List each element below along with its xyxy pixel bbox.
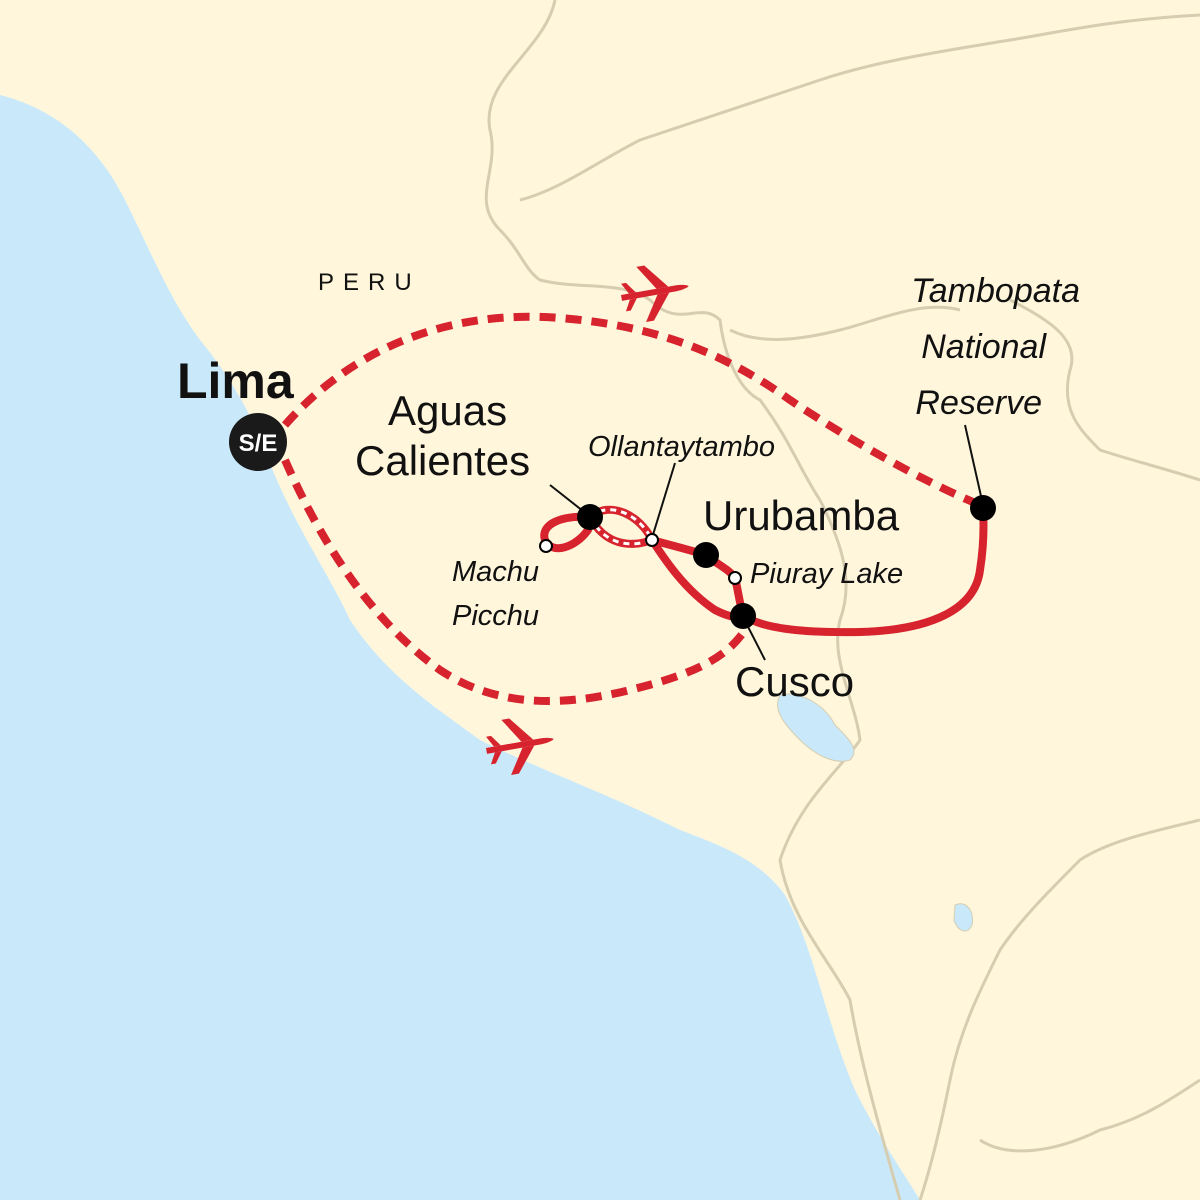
- stop-aguas-calientes: [577, 504, 603, 530]
- plane-icon: [620, 265, 689, 323]
- lakes: [777, 693, 974, 932]
- country-label: PERU: [318, 269, 421, 296]
- waypoint-machu-picchu: [539, 539, 553, 553]
- country-borders: [484, 0, 1200, 1200]
- stop-urubamba: [693, 542, 719, 568]
- waypoint-ollantaytambo: [645, 533, 659, 547]
- start-end-marker: S/E: [229, 413, 287, 471]
- label-aguas-line2: Calientes: [355, 437, 530, 484]
- label-urubamba: Urubamba: [703, 492, 900, 539]
- label-machu-line2: Picchu: [452, 600, 539, 632]
- pacific-ocean: [0, 95, 920, 1200]
- label-cusco: Cusco: [735, 658, 854, 705]
- label-ollantaytambo: Ollantaytambo: [588, 431, 775, 463]
- waypoint-piuray-lake: [728, 571, 742, 585]
- stop-tambopata: [970, 495, 996, 521]
- plane-icon: [485, 718, 554, 776]
- start-end-label: S/E: [239, 430, 278, 457]
- label-machu-line1: Machu: [452, 556, 539, 588]
- label-piuray-lake: Piuray Lake: [750, 558, 903, 590]
- stop-cusco: [730, 603, 756, 629]
- route-dashed: [281, 312, 982, 705]
- label-tambopata-line2: National: [921, 328, 1047, 366]
- label-aguas-line1: Aguas: [388, 387, 507, 434]
- label-tambopata-line1: Tambopata: [911, 272, 1080, 310]
- label-tambopata-line3: Reserve: [915, 384, 1042, 422]
- label-lima: Lima: [177, 353, 295, 409]
